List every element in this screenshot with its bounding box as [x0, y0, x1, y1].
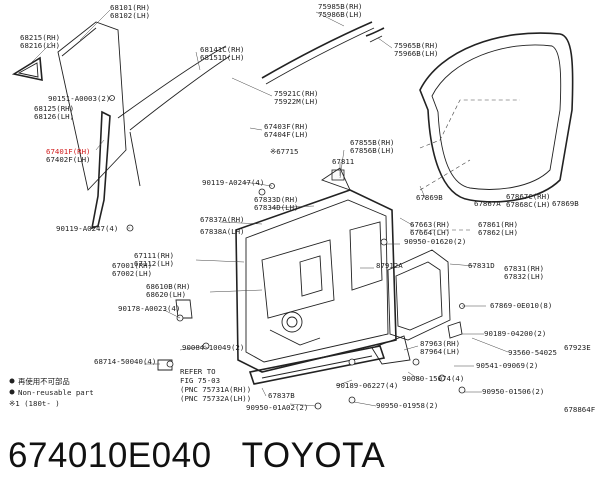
- label-90950-c: 90950-01A02(2): [246, 403, 308, 412]
- label-87912: 87912A: [376, 261, 403, 270]
- label-67923: 67923E: [564, 343, 591, 352]
- callout-labels: 68101(RH) 68102(LH) 68215(RH) 68216(LH) …: [20, 2, 591, 412]
- label-90950-a: 90950-01620(2): [404, 237, 466, 246]
- label-68141: 68141C(RH): [200, 45, 245, 54]
- label-67834: 67834D(LH): [254, 203, 299, 212]
- weatherstrip-door-opening: [419, 32, 574, 203]
- label-90950-b: 90950-01506(2): [482, 387, 544, 396]
- dashed-reference-lines: [410, 99, 520, 231]
- label-67715: ※67715: [270, 147, 298, 156]
- label-75965: 75965B(RH): [394, 41, 439, 50]
- side-moulding: [248, 345, 386, 385]
- label-93560: 93560-54025: [508, 348, 557, 357]
- label-68714: 68714-50040(4): [94, 357, 156, 366]
- parts-diagram: 68101(RH) 68102(LH) 68215(RH) 68216(LH) …: [9, 2, 596, 414]
- label-67869e: 67869-0E010(8): [490, 301, 552, 310]
- quarter-glass: [11, 56, 43, 82]
- label-67402: 67402F(LH): [46, 155, 91, 164]
- glass-run-channel: [117, 45, 231, 187]
- label-68610: 68610B(RH): [146, 282, 191, 291]
- non-reusable-marker-icon-2: [9, 389, 15, 395]
- label-75985: 75985B(RH): [318, 2, 363, 11]
- label-75986: 75986B(LH): [318, 10, 363, 19]
- refer-line-3: (PNC 75731A(RH)): [180, 385, 251, 394]
- label-67838a: 67838A(LH): [200, 227, 245, 236]
- label-68215: 68215(RH): [20, 33, 60, 42]
- refer-line-4: (PNC 75732A(LH)): [180, 394, 251, 403]
- belt-moulding-inner: [365, 27, 385, 43]
- label-67401-highlighted: 67401F(RH): [46, 147, 91, 156]
- figure-id: 678864F: [564, 405, 596, 414]
- label-75922: 75922M(LH): [274, 97, 319, 106]
- label-67404: 67404F(LH): [264, 130, 309, 139]
- label-90084: 90084-10049(2): [182, 343, 244, 352]
- legend-jp: 再使用不可部品: [18, 377, 70, 386]
- label-67869b-left: 67869B: [416, 193, 443, 202]
- label-68216: 68216(LH): [20, 41, 60, 50]
- label-67811: 67811: [332, 157, 354, 166]
- window-regulator-run-front: [90, 110, 111, 230]
- label-67855: 67855B(RH): [350, 138, 395, 147]
- label-67862: 67862(LH): [478, 228, 518, 237]
- label-67837: 67837B: [268, 391, 295, 400]
- label-68125: 68125(RH): [34, 104, 74, 113]
- belt-moulding-outer: [261, 21, 375, 85]
- label-87963: 87963(RH): [420, 339, 460, 348]
- non-reusable-marker-icon: [9, 378, 15, 384]
- label-90950-d: 90950-01958(2): [376, 401, 438, 410]
- label-67832: 67832(LH): [504, 272, 544, 281]
- refer-line-1: REFER TO: [180, 367, 216, 376]
- label-67837a: 67837A(RH): [200, 215, 245, 224]
- label-67833: 67833D(RH): [254, 195, 299, 204]
- label-68102: 68102(LH): [110, 11, 150, 20]
- label-67001: 67001(RH): [112, 261, 152, 270]
- label-67861: 67861(RH): [478, 220, 518, 229]
- door-trim-board: [387, 249, 451, 341]
- label-67867c: 67867C(RH): [506, 192, 551, 201]
- label-67867: 67867A: [474, 199, 501, 208]
- caption-part-number: 674010E040: [8, 436, 212, 475]
- label-67856: 67856B(LH): [350, 146, 395, 155]
- label-87964: 87964(LH): [420, 347, 460, 356]
- label-90080: 90080-15074(4): [402, 374, 464, 383]
- label-68620: 68620(LH): [146, 290, 186, 299]
- label-90151: 90151-A0003(2): [48, 94, 110, 103]
- label-67112: 67112(LH): [134, 259, 174, 268]
- label-67403: 67403F(RH): [264, 122, 309, 131]
- caption-brand: TOYOTA: [241, 436, 386, 475]
- label-68126: 68126(LH): [34, 112, 74, 121]
- label-90119-a: 90119-A0247(4): [202, 178, 264, 187]
- refer-line-2: FIG 75-03: [180, 376, 220, 385]
- label-90178: 90178-A0023(4): [118, 304, 180, 313]
- label-90541: 90541-09069(2): [476, 361, 538, 370]
- legend-en: Non-reusable part: [18, 388, 94, 397]
- label-67663: 67663(RH): [410, 220, 450, 229]
- door-glass: [57, 21, 127, 191]
- door-panel: [235, 189, 397, 373]
- leader-lines: [29, 9, 509, 407]
- label-90189-a: 90189-04200(2): [484, 329, 546, 338]
- label-90119-b: 90119-A0247(4): [56, 224, 118, 233]
- label-75966: 75966B(LH): [394, 49, 439, 58]
- label-67831d: 67831D: [468, 261, 495, 270]
- label-67868c: 67868C(LH): [506, 200, 551, 209]
- label-90189-b: 90189-06227(4): [336, 381, 398, 390]
- label-68151: 68151D(LH): [200, 53, 245, 62]
- legend-note: ※1 (180t- ): [9, 399, 60, 408]
- label-67664: 67664(LH): [410, 228, 450, 237]
- label-67869b-right: 67869B: [552, 199, 579, 208]
- caption: 674010E040 TOYOTA: [8, 436, 385, 476]
- label-67111: 67111(RH): [134, 251, 174, 260]
- label-67002: 67002(LH): [112, 269, 152, 278]
- label-67831: 67831(RH): [504, 264, 544, 273]
- label-75921: 75921C(RH): [274, 89, 319, 98]
- label-68101: 68101(RH): [110, 3, 150, 12]
- legend: 再使用不可部品 Non-reusable part ※1 (180t- ): [9, 377, 94, 408]
